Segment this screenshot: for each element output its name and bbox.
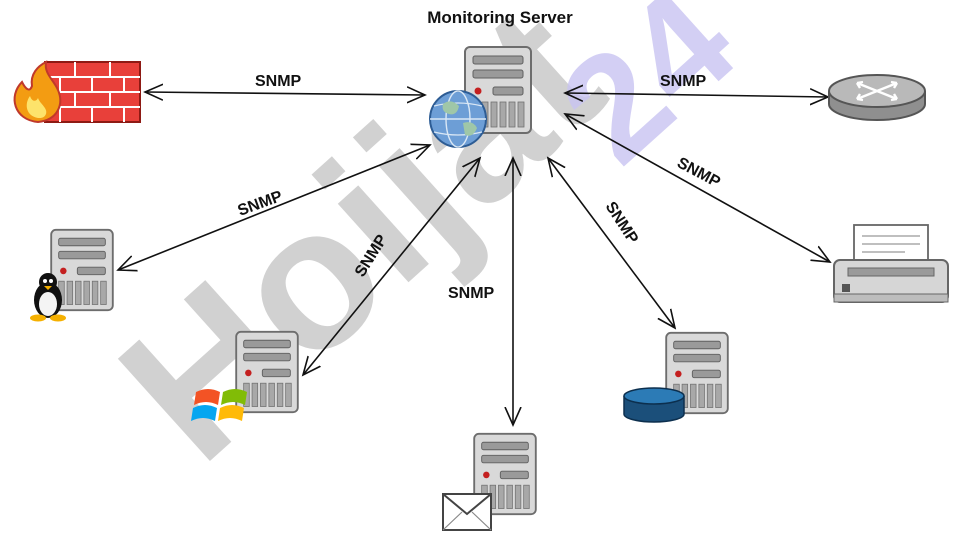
windows-server xyxy=(191,330,299,421)
mail-envelope-icon xyxy=(442,493,492,531)
database-icon xyxy=(623,387,685,423)
link-windows-server xyxy=(303,158,480,375)
globe-icon xyxy=(429,90,487,148)
linux-server xyxy=(30,228,114,322)
diagram-title: Monitoring Server xyxy=(427,8,573,27)
flame-icon xyxy=(13,60,62,124)
firewall xyxy=(13,60,141,124)
database-server xyxy=(623,331,729,423)
printer-icon xyxy=(833,224,949,303)
link-label-mail-server: SNMP xyxy=(448,285,495,302)
monitoring-server xyxy=(429,46,532,148)
firewall-icon xyxy=(44,61,141,123)
link-printer xyxy=(565,114,830,262)
links xyxy=(118,92,830,425)
link-firewall xyxy=(145,92,425,95)
router-icon xyxy=(828,74,926,121)
link-database-server xyxy=(548,158,675,328)
link-label-database-server: SNMP xyxy=(602,199,642,247)
tux-icon xyxy=(30,273,66,322)
router xyxy=(828,74,926,121)
link-router xyxy=(565,93,828,97)
windows-logo-icon xyxy=(191,389,247,421)
link-label-printer: SNMP xyxy=(674,155,723,192)
mail-server xyxy=(442,432,537,531)
link-label-router: SNMP xyxy=(660,73,707,90)
link-label-firewall: SNMP xyxy=(255,73,302,90)
printer xyxy=(833,224,949,303)
